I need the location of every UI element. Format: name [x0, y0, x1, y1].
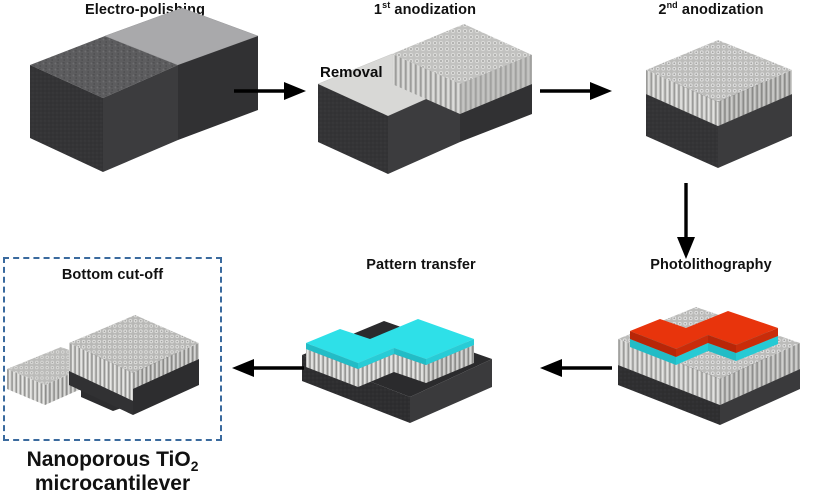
- photoresist-edge-inner-4: [708, 335, 736, 353]
- substrate-right-face-5: [410, 359, 492, 423]
- cantilever-beam-end-face: [7, 369, 45, 405]
- arrow-step4-to-step5: [540, 355, 612, 381]
- second-anodization-illustration: [646, 40, 792, 168]
- panel-second-anodization: 2nd anodization: [600, 0, 822, 200]
- cyan-cap-edge-left-5: [306, 343, 358, 369]
- cyan-cap-edge-mid-5: [358, 348, 394, 369]
- nanotube-array-right-face: [718, 70, 792, 126]
- photoresist-edge-mid-4: [676, 335, 708, 357]
- pattern-transfer-illustration: [302, 319, 492, 423]
- cyan-cap-edge-inner-5: [394, 348, 426, 365]
- caption-subscript: 2: [190, 458, 199, 475]
- title-ordinal-number-2: 2: [658, 2, 667, 18]
- substrate-right-face-4: [720, 369, 800, 425]
- panel-title-pattern-transfer: Pattern transfer: [366, 257, 476, 273]
- photoresist-top-4: [630, 311, 778, 349]
- panel-title-second-anodization: 2nd anodization: [600, 0, 822, 18]
- panel-pattern-transfer: Pattern transfer: [296, 255, 546, 435]
- caption-line-1: Nanoporous TiO2: [3, 448, 222, 475]
- cyan-layer-edge-inner-4: [708, 343, 736, 361]
- nanotube-top-surface: [392, 24, 532, 84]
- photoresist-edge-right-4: [736, 328, 778, 353]
- nanoporous-edge-left-5: [306, 349, 358, 387]
- figure-caption: Nanoporous TiO2 microcantilever: [3, 448, 222, 497]
- panel-title-bottom-cut-off: Bottom cut-off: [61, 267, 164, 283]
- first-anodization-illustration: [317, 24, 532, 174]
- arrow-step5-to-step6: [232, 355, 304, 381]
- nanotube-array-right-shade: [718, 70, 792, 126]
- title-ordinal-suffix-2: nd: [666, 0, 678, 11]
- panel-bottom-cut-off: Bottom cut-off: [3, 257, 222, 441]
- nanoporous-edge-right-shade-5: [426, 345, 474, 383]
- arrow-step2-to-step3: [540, 78, 612, 104]
- base-nanoporous-right-shade: [133, 343, 199, 389]
- arrow-step1-to-step2: [234, 78, 306, 104]
- title-remainder: anodization: [390, 2, 477, 18]
- nanoporous-edge-right-5: [426, 345, 474, 383]
- substrate-right-face-3: [718, 94, 792, 168]
- panel-electro-polishing: Electro-polishing: [0, 0, 290, 200]
- panel-first-anodization: 1st anodization: [300, 0, 550, 200]
- cyan-cap-edge-right-5: [426, 339, 474, 365]
- title-remainder-2: anodization: [677, 2, 764, 18]
- substrate-left-face-3: [646, 94, 718, 168]
- panel-title-first-anodization: 1st anodization: [300, 0, 550, 18]
- nanotube-left-face: [392, 54, 460, 114]
- nanotube-right-texture: [460, 55, 532, 114]
- block-right-face: [103, 65, 178, 172]
- panel-title-photolithography: Photolithography: [650, 257, 772, 273]
- base-dark-underlayer-right: [133, 359, 199, 415]
- nanotube-layer-left-face-4: [618, 339, 720, 405]
- substrate-front-face: [388, 84, 460, 174]
- nanotube-layer-right-shade-4: [720, 343, 800, 405]
- panel-photolithography: Photolithography: [600, 255, 822, 435]
- nanoporous-edge-mid-5: [358, 354, 394, 387]
- nanotube-array-left-face: [646, 70, 718, 126]
- panel-title-electro-polishing: Electro-polishing: [84, 2, 206, 18]
- caption-material: Nanoporous TiO: [26, 448, 191, 471]
- bottom-cut-off-illustration: [7, 315, 199, 415]
- caption-line-2: microcantilever: [34, 472, 191, 496]
- title-ordinal-suffix: st: [382, 0, 391, 11]
- substrate-left-face: [318, 84, 388, 174]
- cyan-cap-top-5: [306, 319, 474, 363]
- substrate-left-face-4: [618, 365, 720, 425]
- base-nanoporous-top: [69, 315, 199, 373]
- nanotube-layer-right-face-4: [720, 343, 800, 405]
- nanoporous-edge-inner-5: [394, 354, 426, 383]
- block-far-face: [178, 36, 258, 140]
- electro-polishing-illustration: [30, 7, 259, 172]
- rough-top-surface: [30, 36, 178, 98]
- base-nanoporous-left-face: [69, 343, 133, 401]
- cyan-layer-edge-mid-4: [676, 343, 708, 365]
- nanotube-array-top: [646, 40, 792, 102]
- arrow-step3-to-step4: [673, 183, 699, 259]
- base-dark-underlayer-left: [69, 371, 133, 415]
- photolithography-illustration: [618, 307, 800, 425]
- label-removal: Removal: [320, 64, 383, 81]
- cyan-layer-edge-right-4: [736, 336, 778, 361]
- highlight-box-bottom-cut-off: [3, 257, 222, 441]
- photoresist-edge-left-4: [630, 331, 676, 357]
- cyan-layer-edge-left-4: [630, 339, 676, 365]
- base-nanoporous-right-face: [133, 343, 199, 389]
- title-ordinal-number: 1: [373, 2, 383, 18]
- block-left-face: [30, 65, 103, 172]
